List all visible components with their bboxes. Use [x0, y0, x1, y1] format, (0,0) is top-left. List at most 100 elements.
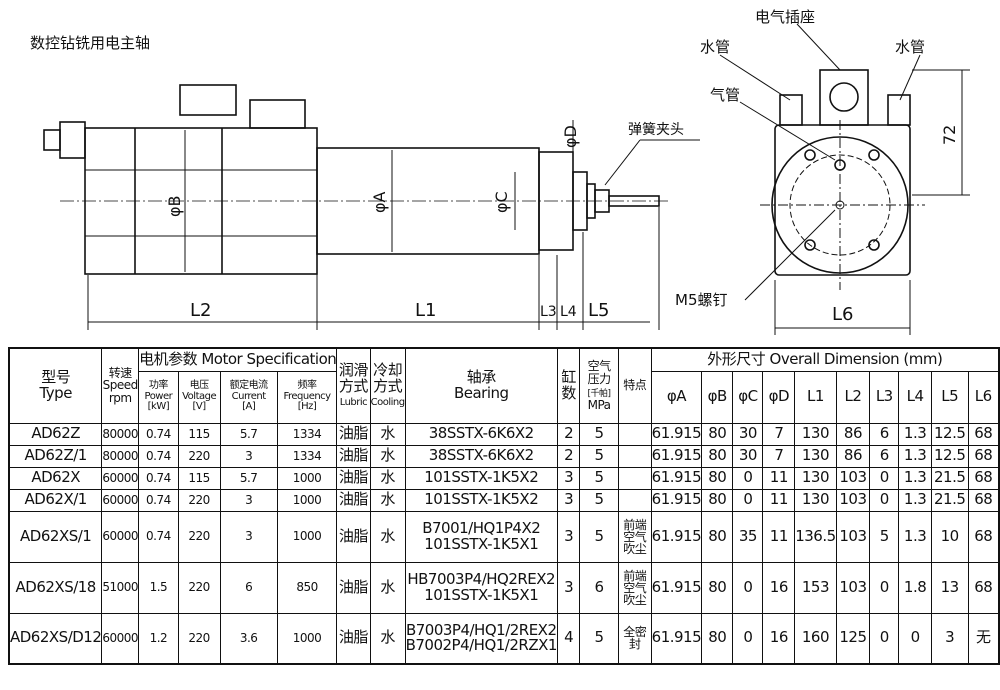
- cell-dim: 5: [869, 510, 900, 563]
- cell-frequency: 1000: [276, 612, 338, 665]
- cell-dim: 0: [732, 466, 764, 490]
- cell-dim: 130: [794, 488, 837, 512]
- cell-dim: 无: [967, 612, 1000, 665]
- cell-dim: 0: [732, 561, 764, 614]
- cell-dim: 103: [835, 466, 871, 490]
- cell-dim: 80: [701, 488, 734, 512]
- cell-dim: 0: [732, 612, 764, 665]
- cell-dim: 130: [794, 444, 837, 468]
- cell-dim: 86: [835, 422, 871, 446]
- cell-current: 6: [219, 561, 278, 614]
- cell-dim: 11: [762, 488, 796, 512]
- cell-dim: 80: [701, 422, 734, 446]
- cell-feature: 前端空气吹尘: [617, 561, 652, 614]
- cell-dim: 68: [967, 444, 1000, 468]
- cell-dim: 21.5: [930, 488, 969, 512]
- cell-dim: 61.915: [650, 422, 703, 446]
- cell-bearing: 101SSTX-1K5X2: [404, 466, 558, 490]
- cell-frequency: 850: [276, 561, 338, 614]
- cell-bearing: 101SSTX-1K5X2: [404, 488, 558, 512]
- cell-current: 5.7: [219, 466, 278, 490]
- cell-speed: 60000: [101, 612, 140, 665]
- spindle-side-view: [43, 84, 700, 330]
- cell-bearing: 38SSTX-6K6X2: [404, 444, 558, 468]
- cell-voltage: 220: [177, 444, 221, 468]
- cell-dim: 13: [930, 561, 969, 614]
- cell-dim: 30: [732, 444, 764, 468]
- cell-dim: 0: [869, 488, 900, 512]
- cell-bearing: 38SSTX-6K6X2: [404, 422, 558, 446]
- spindle-drawing: 数控钻铣用电主轴 φB φA φC φD L2 L1 L3 L4 L5 弹簧夹头…: [30, 8, 970, 335]
- cell-dim: 0: [869, 612, 900, 665]
- cell-dim: 16: [762, 612, 796, 665]
- cell-power: 0.74: [138, 488, 179, 512]
- cell-feature: [617, 444, 652, 468]
- cell-lubric: 油脂: [336, 510, 371, 563]
- header-dim: L4: [898, 370, 932, 424]
- cell-dim: 35: [732, 510, 764, 563]
- label-water-left: 水管: [700, 38, 730, 56]
- label-screw: M5螺钉: [675, 291, 728, 309]
- cell-cooling: 水: [369, 422, 406, 446]
- label-L3: L3: [540, 304, 557, 320]
- label-socket: 电气插座: [755, 8, 815, 26]
- cell-dim: 7: [762, 422, 796, 446]
- header-dim: φD: [762, 370, 796, 424]
- cell-feature: [617, 466, 652, 490]
- cell-voltage: 220: [177, 510, 221, 563]
- cell-dim: 103: [835, 510, 871, 563]
- cell-voltage: 115: [177, 422, 221, 446]
- cell-dim: 7: [762, 444, 796, 468]
- cell-air-pressure: 5: [579, 444, 619, 468]
- cell-power: 0.74: [138, 510, 179, 563]
- cell-lubric: 油脂: [336, 612, 371, 665]
- cell-dim: 16: [762, 561, 796, 614]
- cell-speed: 80000: [101, 422, 140, 446]
- label-L2: L2: [190, 300, 211, 321]
- cell-dim: 1.3: [898, 444, 932, 468]
- cell-dim: 0: [898, 612, 932, 665]
- spindle-front-view: [719, 23, 970, 335]
- cell-speed: 51000: [101, 561, 140, 614]
- header-dimension: 外形尺寸 Overall Dimension (mm): [650, 347, 1000, 372]
- cell-dim: 80: [701, 612, 734, 665]
- cell-air-pressure: 5: [579, 466, 619, 490]
- cell-dim: 6: [869, 444, 900, 468]
- cell-air-pressure: 5: [579, 422, 619, 446]
- cell-power: 1.5: [138, 561, 179, 614]
- cell-dim: 1.3: [898, 422, 932, 446]
- label-phiD: φD: [561, 125, 580, 148]
- cell-dim: 11: [762, 466, 796, 490]
- label-L1: L1: [415, 300, 436, 321]
- cell-type: AD62X: [8, 466, 103, 490]
- cell-dim: 21.5: [930, 466, 969, 490]
- cell-dim: 68: [967, 488, 1000, 512]
- cell-feature: [617, 422, 652, 446]
- cell-dim: 130: [794, 422, 837, 446]
- header-air-pressure: 空气压力[千帕]MPa: [579, 347, 619, 424]
- cell-lubric: 油脂: [336, 561, 371, 614]
- cell-dim: 68: [967, 561, 1000, 614]
- cell-dim: 61.915: [650, 466, 703, 490]
- cell-voltage: 220: [177, 612, 221, 665]
- cell-frequency: 1000: [276, 466, 338, 490]
- cell-type: AD62XS/1: [8, 510, 103, 563]
- cell-dim: 130: [794, 466, 837, 490]
- cell-dim: 61.915: [650, 444, 703, 468]
- cell-air-pressure: 6: [579, 561, 619, 614]
- header-dim: φA: [650, 370, 703, 424]
- cell-frequency: 1000: [276, 510, 338, 563]
- cell-dim: 125: [835, 612, 871, 665]
